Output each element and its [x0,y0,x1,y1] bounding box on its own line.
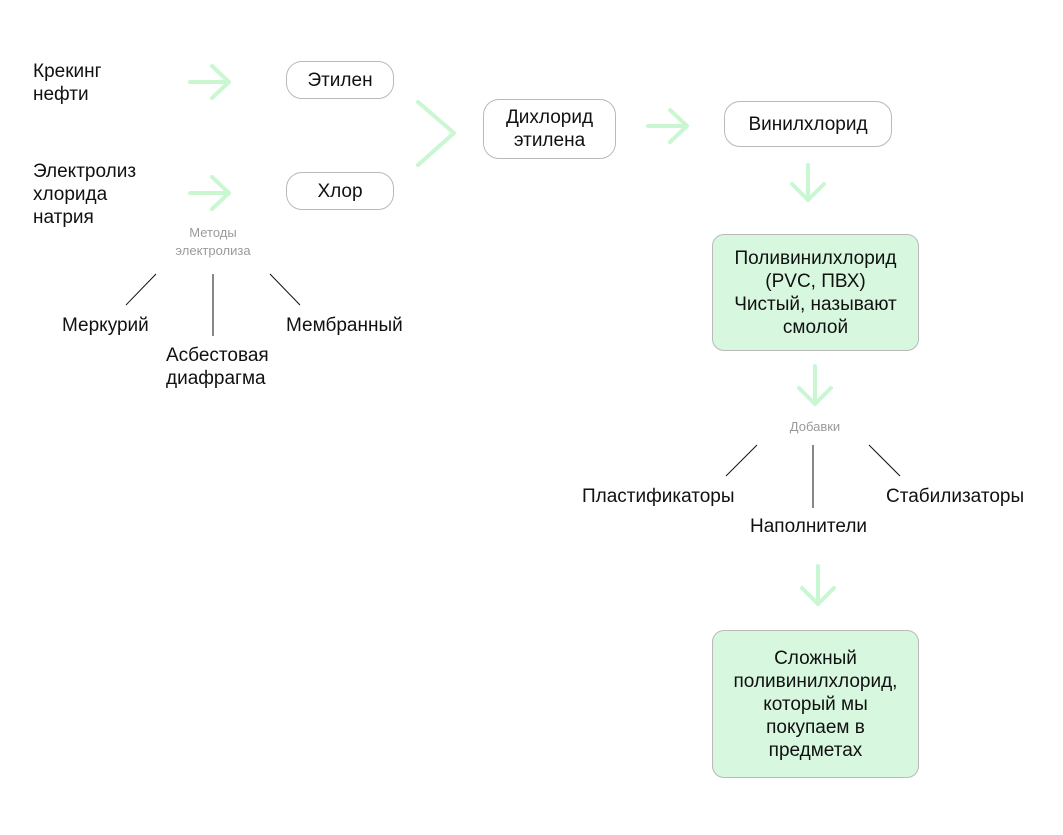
connector-methods-membrane [269,273,301,306]
method-asbestos-diaphragm: Асбестовая диафрагма [166,345,269,389]
arrow-pvc-to-additives [797,364,833,406]
arrow-cracking-to-ethylene [188,64,231,100]
additive-stabilizers: Стабилизаторы [886,486,1025,507]
node-complex-pvc: Сложный поливинилхлорид, который мы поку… [712,630,919,778]
node-ethylene: Этилен [286,61,394,99]
source-sodium-chloride-electrolysis: Электролиз хлорида натрия [33,161,137,228]
arrow-dichloride-to-vinyl-chloride [646,108,689,144]
arrow-electrolysis-to-chlorine [188,175,231,211]
node-ethylene-dichloride: Дихлорид этилена [483,99,616,159]
method-membrane: Мембранный [286,315,403,336]
arrow-vinyl-chloride-to-pvc [790,163,826,202]
node-vinyl-chloride: Винилхлорид [724,101,892,147]
source-oil-cracking: Крекинг нефти [33,61,102,105]
node-pvc: Поливинилхлорид (PVC, ПВХ) Чистый, назыв… [712,234,919,351]
arrow-additives-to-complex-pvc [800,564,836,606]
merge-arrow-to-dichloride [416,100,456,167]
additives-label: Добавки [789,419,841,434]
connector-methods-mercury [125,273,157,306]
connector-additives-plasticizers [725,444,758,477]
electrolysis-methods-label: Методы электролиза [175,225,251,258]
method-mercury: Меркурий [62,315,149,336]
connector-additives-stabilizers [868,444,901,477]
node-chlorine: Хлор [286,172,394,210]
additive-plasticizers: Пластификаторы [582,486,735,507]
additive-fillers: Наполнители [750,516,868,537]
